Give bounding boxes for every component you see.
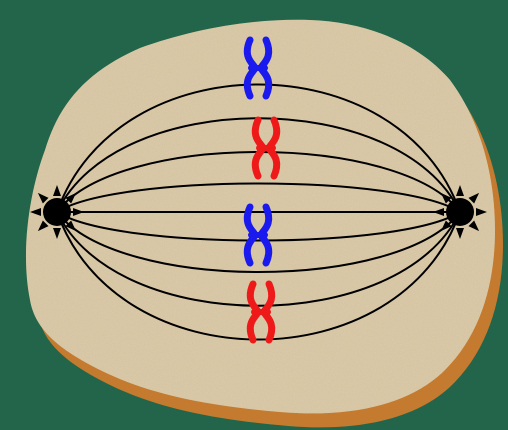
centrosome-right [446, 198, 474, 226]
centrosome-left [43, 198, 71, 226]
cell-membrane [26, 20, 495, 414]
